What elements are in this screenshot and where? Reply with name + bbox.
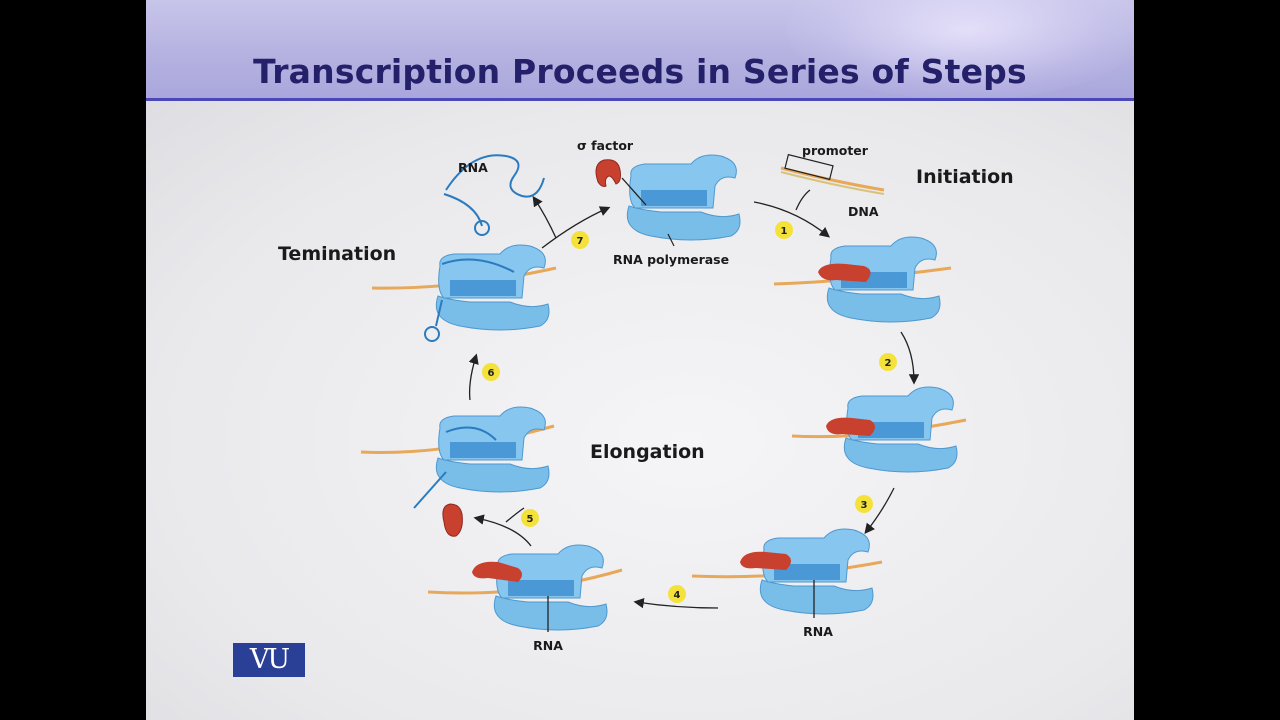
svg-text:6: 6 <box>488 368 495 379</box>
sigma-pointer <box>621 177 647 206</box>
rna-label-step3: RNA <box>803 624 833 639</box>
termination-complex <box>371 244 557 342</box>
step-badge-5 <box>521 509 539 527</box>
free-rna-polymerase <box>626 154 741 241</box>
arrow-step-1-branch <box>795 189 811 211</box>
initial-transcribing-complex <box>691 528 883 618</box>
step-badge-3 <box>855 495 873 513</box>
arrow-step-1 <box>753 201 831 238</box>
slide: Transcription Proceeds in Series of Step… <box>146 0 1134 720</box>
step-badge-2 <box>879 353 897 371</box>
sigma-release-complex <box>427 544 623 632</box>
svg-text:2: 2 <box>885 358 892 369</box>
step-badge-1 <box>775 221 793 239</box>
svg-text:7: 7 <box>577 236 584 247</box>
arrow-step-5 <box>473 514 532 547</box>
transcription-cycle-diagram: σ factor RNA polymerase promoter DNA Ini… <box>278 138 1014 653</box>
step-badge-4 <box>668 585 686 603</box>
svg-text:4: 4 <box>674 590 681 601</box>
arrow-step-2 <box>900 331 920 385</box>
dna-label: DNA <box>848 204 879 219</box>
open-complex <box>791 386 967 473</box>
arrow-step-7 <box>541 206 611 249</box>
arrow-step-5-branch <box>505 507 525 523</box>
svg-text:5: 5 <box>527 514 534 525</box>
closed-complex <box>773 236 952 323</box>
step-badge-7 <box>571 231 589 249</box>
released-rna-strand <box>443 154 545 236</box>
termination-label: Temination <box>278 243 396 265</box>
vu-logo: VU <box>232 642 306 678</box>
elongation-label: Elongation <box>590 441 705 463</box>
slide-title: Transcription Proceeds in Series of Step… <box>253 52 1027 91</box>
arrow-step-6 <box>468 353 479 401</box>
rna-polymerase-label: RNA polymerase <box>613 252 729 267</box>
rna-polymerase-pointer <box>667 233 675 247</box>
arrow-step-4 <box>633 598 719 609</box>
arrow-step-3 <box>864 487 895 535</box>
released-sigma-shape <box>442 503 463 537</box>
rna-label-top: RNA <box>458 160 488 175</box>
elongation-complex <box>360 406 555 509</box>
sigma-factor-label: σ factor <box>577 138 634 153</box>
arrow-step-7-branch <box>532 195 557 239</box>
svg-text:3: 3 <box>861 500 868 511</box>
header-divider <box>146 98 1134 101</box>
promoter-label: promoter <box>802 143 869 158</box>
promoter-dna <box>780 153 885 195</box>
rna-label-step4: RNA <box>533 638 563 653</box>
initiation-label: Initiation <box>916 166 1014 188</box>
sigma-factor-shape <box>595 159 621 187</box>
slide-header <box>146 0 1134 100</box>
svg-text:1: 1 <box>781 226 788 237</box>
step-badge-6 <box>482 363 500 381</box>
